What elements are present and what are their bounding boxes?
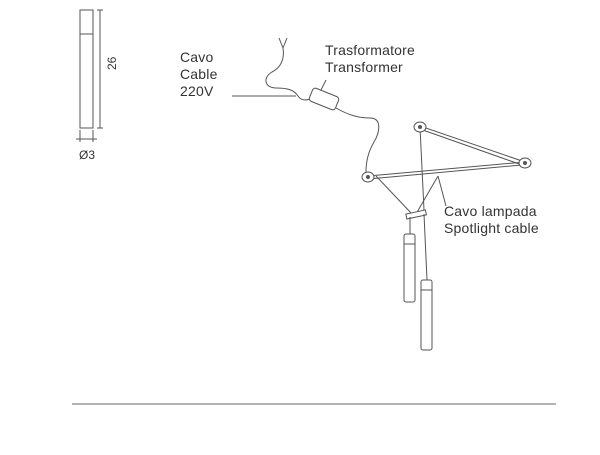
lamp-tube-outline	[79, 9, 94, 129]
drop-cable-b	[415, 175, 439, 215]
arm-top	[419, 125, 526, 163]
mount-nodes	[361, 121, 532, 183]
arm-top-inner	[419, 128, 523, 166]
transformer-to-mount-cable	[335, 107, 380, 173]
spotlight-cable-label-line-1: Cavo lampada	[444, 203, 537, 219]
cable-end-fork-icon	[278, 37, 288, 49]
arm-vertical	[419, 126, 425, 211]
transformer-label: Trasformatore Transformer	[325, 42, 415, 76]
power-cable	[232, 37, 313, 101]
cable-label-line-3: 220V	[180, 83, 214, 99]
power-cable-line	[265, 47, 313, 101]
transformer-label-line-2: Transformer	[325, 59, 403, 75]
spotlight-cable-label-line-2: Spotlight cable	[444, 220, 539, 236]
cable-label: Cavo Cable 220V	[180, 49, 218, 100]
spotlight-label-leader	[437, 175, 447, 207]
dimension-view	[76, 9, 103, 142]
spotlights	[403, 209, 433, 351]
transformer-label-line-1: Trasformatore	[325, 42, 415, 58]
spotlight-2	[420, 279, 433, 351]
transformer-box	[308, 87, 340, 111]
cable-label-line-1: Cavo	[180, 49, 214, 65]
spot-cable-2	[423, 213, 428, 281]
diameter-dimension-text: Ø3	[79, 148, 96, 162]
hanger-bar	[405, 209, 427, 220]
mount-node-left-dot	[366, 175, 370, 179]
cable-label-line-2: Cable	[180, 66, 218, 82]
arm-bottom	[367, 161, 526, 177]
transformer	[308, 79, 340, 111]
height-dimension-text: 26	[105, 56, 119, 70]
mount-node-right-dot	[523, 161, 527, 165]
transformer-label-leader	[320, 79, 327, 91]
spotlight-cable-label: Cavo lampada Spotlight cable	[444, 203, 539, 237]
arm-bottom-inner	[367, 164, 523, 180]
spotlight-1	[403, 233, 416, 303]
mounting-structure	[367, 125, 526, 215]
drop-cable-a	[375, 175, 413, 215]
mount-node-top-dot	[418, 125, 422, 129]
